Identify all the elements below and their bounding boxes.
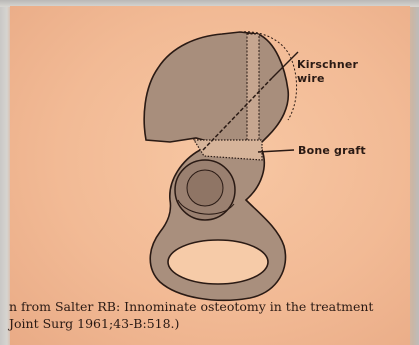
kirschner-wire-label: Kirschner wire (297, 58, 377, 86)
iliac-wing (144, 32, 288, 144)
bone-graft-leader (258, 150, 294, 152)
caption-line-1: n from Salter RB: Innominate osteotomy i… (9, 299, 373, 314)
acetabulum-inner (187, 170, 223, 206)
obturator-foramen (168, 240, 268, 284)
caption-line-2: Joint Surg 1961;43-B:518.) (9, 316, 179, 331)
bone-graft-label: Bone graft (298, 144, 366, 158)
